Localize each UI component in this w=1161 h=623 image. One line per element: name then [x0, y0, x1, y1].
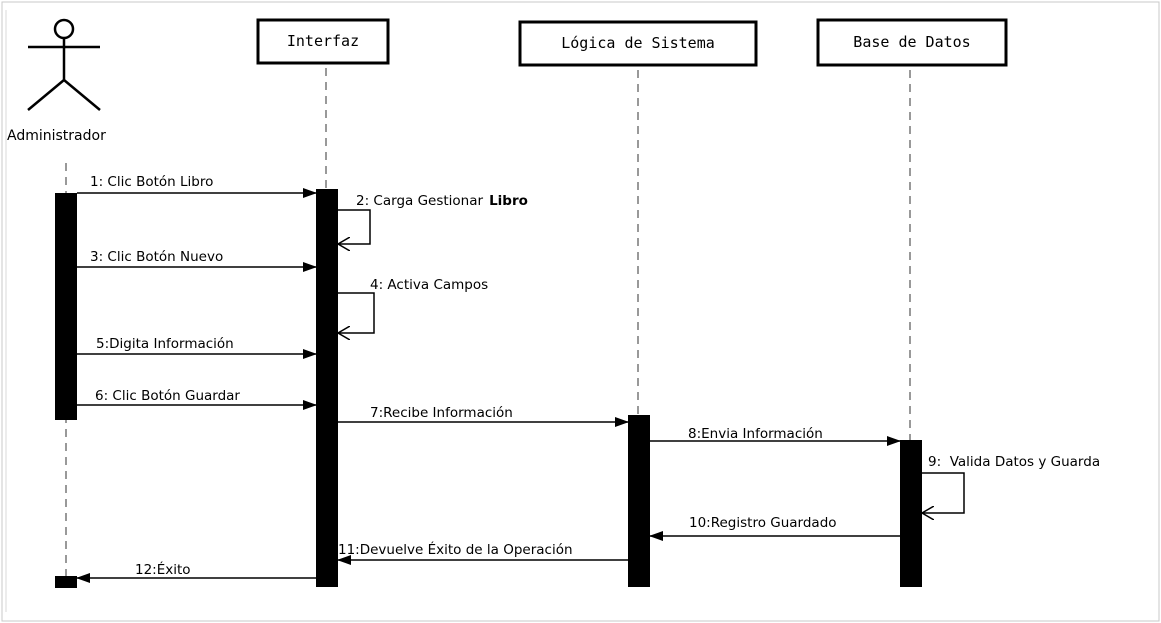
message-label: 4: Activa Campos [370, 277, 488, 293]
message-3: 3: Clic Botón Nuevo [77, 249, 317, 272]
participant-box [816, 18, 1008, 67]
message-8: 8:Envia Información [650, 426, 901, 446]
participant-box [518, 20, 758, 67]
participant-label: Lógica de Sistema [561, 34, 715, 52]
message-label: 7:Recibe Información [370, 405, 513, 421]
activation-base [900, 440, 922, 587]
message-1: 1: Clic Botón Libro [77, 174, 317, 198]
message-label: 3: Clic Botón Nuevo [90, 249, 223, 265]
message-6: 6: Clic Botón Guardar [77, 388, 317, 410]
message-10: 10:Registro Guardado [649, 515, 900, 541]
message-label: 10:Registro Guardado [689, 515, 837, 531]
actor-right-leg [63, 79, 101, 111]
actor-head [53, 18, 75, 40]
actor-label: Administrador [7, 128, 106, 144]
activation-administrador [55, 193, 77, 420]
message-12: 12:Éxito [76, 561, 316, 583]
message-5: 5:Digita Información [77, 336, 317, 359]
message-label: 12:Éxito [135, 561, 191, 578]
message-arrow [338, 209, 371, 244]
actor-administrador: Administrador [7, 18, 106, 144]
participant-interfaz: Interfaz [256, 18, 390, 65]
message-11: 11:Devuelve Éxito de la Operación [337, 541, 628, 565]
message-label: 11:Devuelve Éxito de la Operación [338, 541, 573, 558]
activation-interfaz [316, 189, 338, 587]
message-label: 1: Clic Botón Libro [90, 174, 213, 190]
activation-administrador-end [55, 576, 77, 588]
participant-box [256, 18, 390, 65]
message-arrow [922, 472, 965, 513]
participant-logica: Lógica de Sistema [518, 20, 758, 67]
participant-base: Base de Datos [816, 18, 1008, 67]
actor-left-leg [27, 79, 65, 111]
message-7: 7:Recibe Información [338, 405, 629, 427]
participant-label: Interfaz [287, 32, 359, 50]
message-label: 6: Clic Botón Guardar [95, 388, 240, 404]
message-label: 5:Digita Información [96, 336, 234, 352]
message-label: 9: Valida Datos y Guarda [928, 454, 1100, 470]
activation-logica [628, 415, 650, 587]
message-arrow [338, 292, 375, 333]
message-4: 4: Activa Campos [338, 277, 488, 333]
participant-label: Base de Datos [853, 33, 970, 51]
message-9: 9: Valida Datos y Guarda [922, 454, 1100, 513]
message-label: 8:Envia Información [688, 426, 823, 442]
